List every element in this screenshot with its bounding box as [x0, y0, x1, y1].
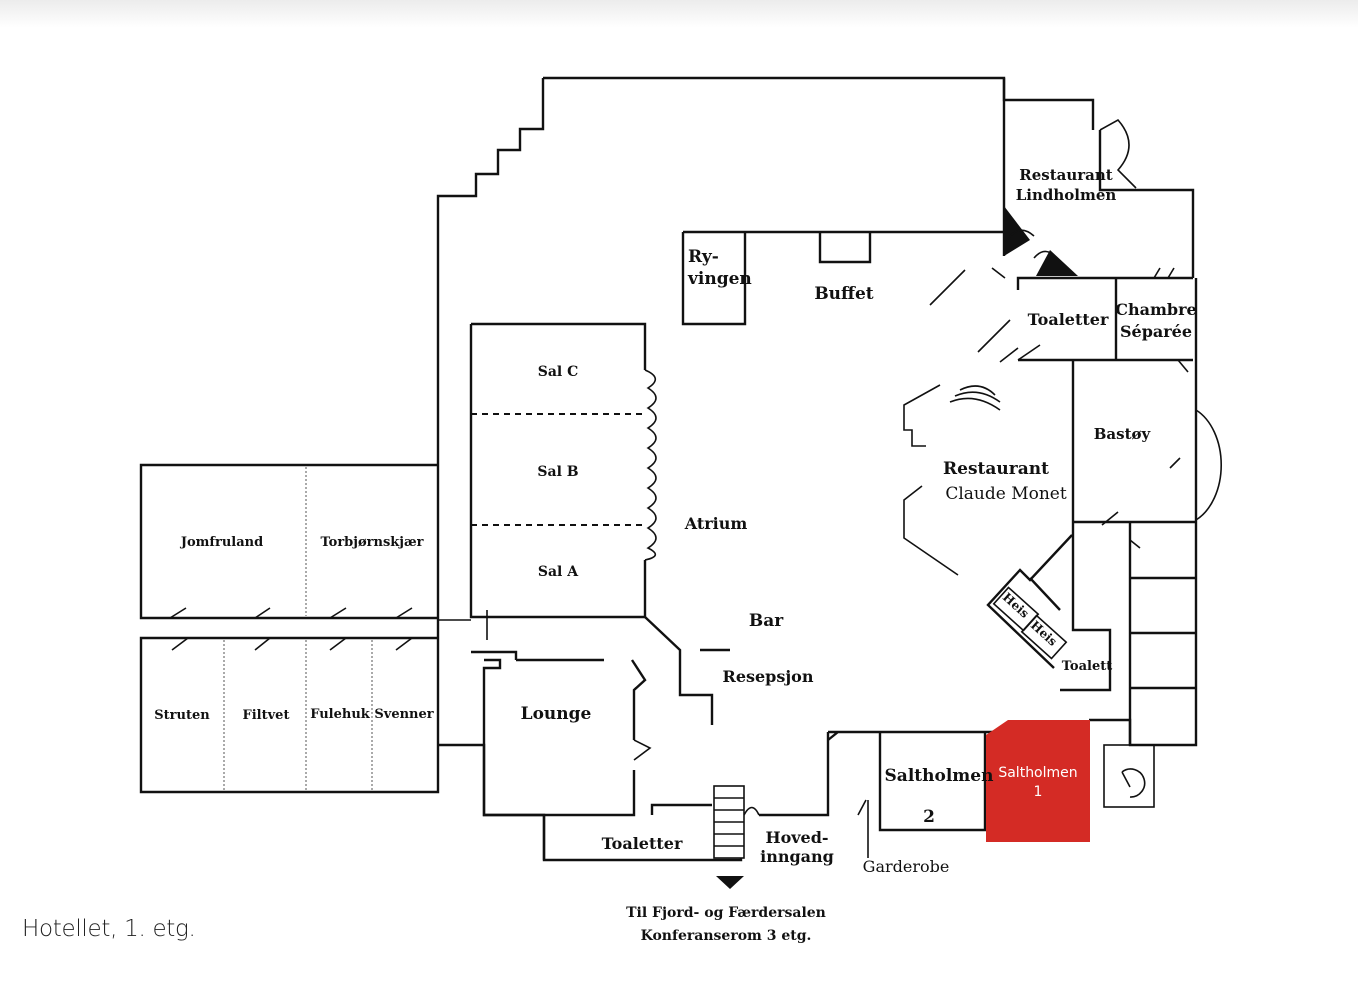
label-saltholmen-2-number: 2 [923, 807, 935, 827]
label-restaurant-cm-2: Claude Monet [945, 484, 1067, 504]
label-sal-c: Sal C [538, 364, 579, 380]
lindholmen-door [1099, 118, 1137, 189]
label-restaurant-cm-1: Restaurant [943, 459, 1049, 479]
label-lounge: Lounge [521, 704, 592, 724]
label-fulehuk: Fulehuk [310, 707, 371, 722]
lindholmen-swing-doors [1005, 229, 1059, 261]
label-filtvet: Filtvet [243, 708, 290, 723]
lounge-walls [471, 650, 647, 817]
lift-2-icon [1020, 614, 1068, 660]
ryvingen-walls [681, 232, 872, 326]
label-hovedinngang-1: Hoved- [765, 828, 828, 847]
left-wing-doors [169, 607, 413, 651]
label-bar: Bar [749, 611, 784, 631]
saltholmen-1-highlight [986, 720, 1090, 842]
reception-walls [644, 616, 730, 725]
down-arrow-icon [716, 876, 744, 889]
label-toaletter-upper: Toaletter [1028, 310, 1109, 329]
direction-line-1: Til Fjord- og Færdersalen [626, 905, 826, 921]
lounge-door [633, 739, 652, 761]
spiral-stair-icon [1121, 768, 1146, 798]
stair-steps [714, 797, 744, 847]
label-saltholmen-1-name: Saltholmen [998, 765, 1077, 781]
bastoy-walls [1128, 522, 1196, 745]
chambre-doors [1153, 267, 1175, 279]
bastoy-doors [1101, 457, 1181, 549]
label-jomfruland: Jomfruland [180, 535, 263, 550]
label-hovedinngang-2: inngang [760, 847, 834, 866]
corridor-lines [438, 610, 488, 640]
label-sal-b: Sal B [537, 464, 578, 480]
bastoy-door-upper [1177, 359, 1189, 373]
label-ryvingen-2: vingen [687, 269, 752, 289]
label-buffet: Buffet [814, 284, 873, 304]
claude-monet-walls [903, 384, 1001, 576]
label-toaletter-lower: Toaletter [602, 834, 683, 853]
label-garderobe: Garderobe [863, 857, 950, 876]
label-toalett: Toalett [1062, 659, 1113, 674]
label-ryvingen-1: Ry- [688, 247, 719, 267]
lower-toilets-walls [542, 803, 712, 860]
label-saltholmen-1-number: 1 [1034, 784, 1043, 800]
label-sal-a: Sal A [538, 564, 579, 580]
label-separee: Séparée [1120, 322, 1192, 341]
lift-walls [986, 534, 1073, 669]
label-chambre: Chambre [1115, 300, 1196, 319]
label-saltholmen-2-name: Saltholmen [885, 766, 994, 786]
garderobe-door [857, 799, 867, 816]
sal-accordion-doors [644, 369, 657, 561]
bastoy-bay [1195, 409, 1223, 521]
label-svenner: Svenner [374, 707, 433, 722]
label-resepsjon: Resepsjon [723, 667, 814, 686]
label-restaurant-lindholmen-2: Lindholmen [1016, 186, 1117, 204]
label-restaurant-lindholmen-1: Restaurant [1019, 166, 1113, 184]
label-struten: Struten [154, 708, 210, 723]
entrance-door [743, 806, 760, 816]
diagonal-walls [929, 267, 1041, 363]
floor-caption: Hotellet, 1. etg. [22, 916, 196, 942]
corner-black-2 [1036, 250, 1078, 276]
stair-core [1103, 744, 1155, 808]
label-torbjornskjaer: Torbjørnskjær [320, 535, 423, 550]
window-top-gradient [0, 0, 1358, 28]
direction-line-2: Konferanserom 3 etg. [641, 928, 812, 944]
label-bastoy: Bastøy [1094, 425, 1152, 443]
label-atrium: Atrium [684, 514, 748, 533]
